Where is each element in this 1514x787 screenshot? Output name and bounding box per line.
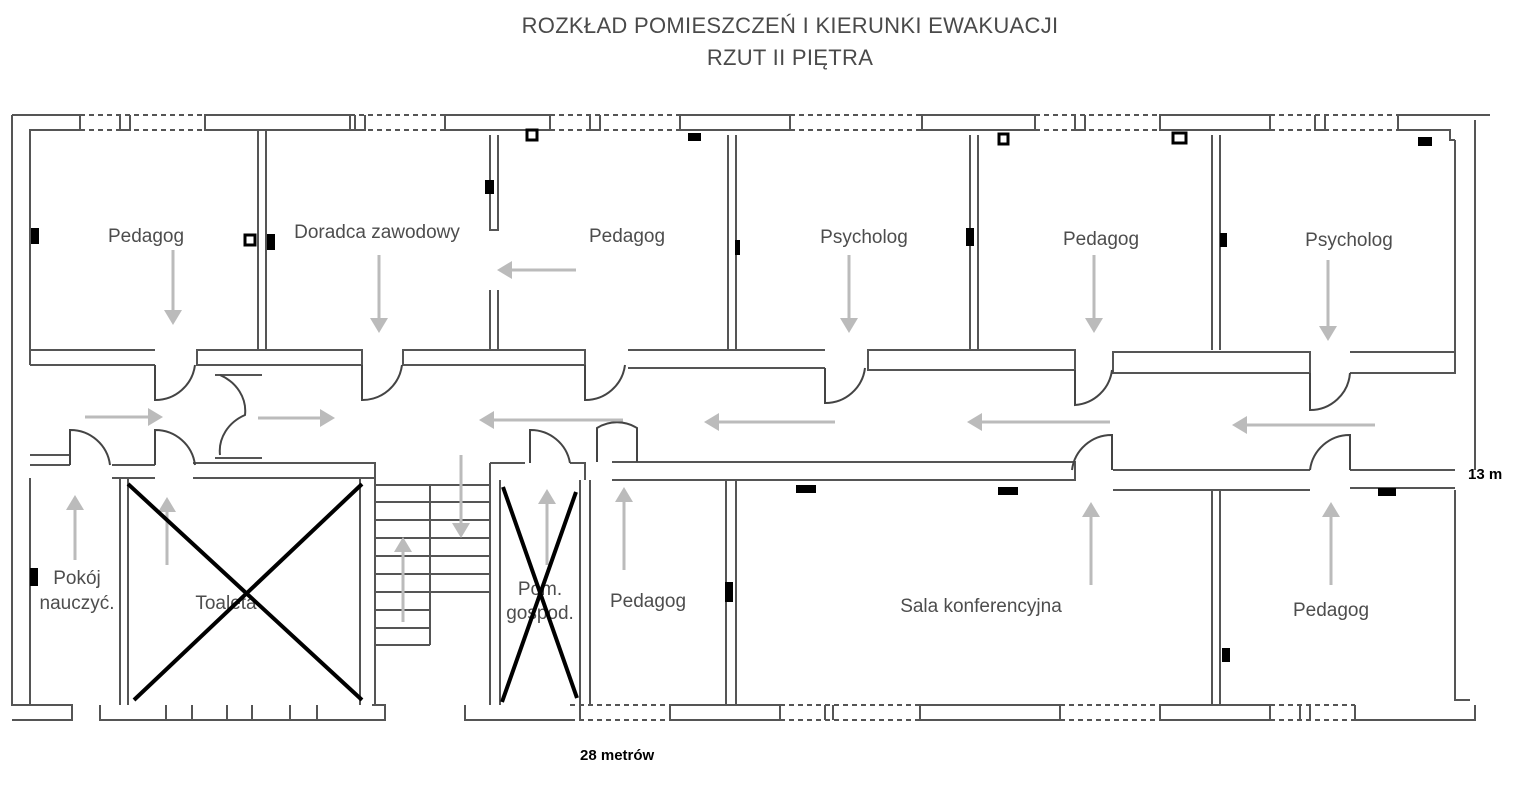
plan-title: ROZKŁAD POMIESZCZEŃ I KIERUNKI EWAKUACJI [522,13,1059,38]
staircase [375,484,490,646]
interior-walls [29,130,1456,705]
room-label-sala-konferencyjna: Sala konferencyjna [900,596,1062,617]
equipment-markers [30,128,1432,662]
doors [69,364,1351,471]
dimension-depth: 13 m [1468,466,1502,483]
dimension-width: 28 metrów [580,747,655,764]
room-label-pedagog-1: Pedagog [108,226,184,247]
outer-walls [11,114,1490,721]
room-label-pedagog-4: Pedagog [610,591,686,612]
crossed-out-toilet [126,482,364,702]
room-label-pedagog-2: Pedagog [589,226,665,247]
room-label-pedagog-3: Pedagog [1063,229,1139,250]
room-label-pokoj: Pokój [53,568,101,589]
room-label-gospod: gospod. [506,603,574,624]
plan-subtitle: RZUT II PIĘTRA [707,45,873,70]
room-label-doradca-zawodowy: Doradca zawodowy [294,222,460,243]
crossed-out-storage [500,486,579,703]
room-label-nauczyc: nauczyć. [40,593,115,614]
room-label-pedagog-5: Pedagog [1293,600,1369,621]
evacuation-arrows [66,250,1375,622]
room-label-psycholog-2: Psycholog [1305,230,1393,251]
room-label-psycholog-1: Psycholog [820,227,908,248]
